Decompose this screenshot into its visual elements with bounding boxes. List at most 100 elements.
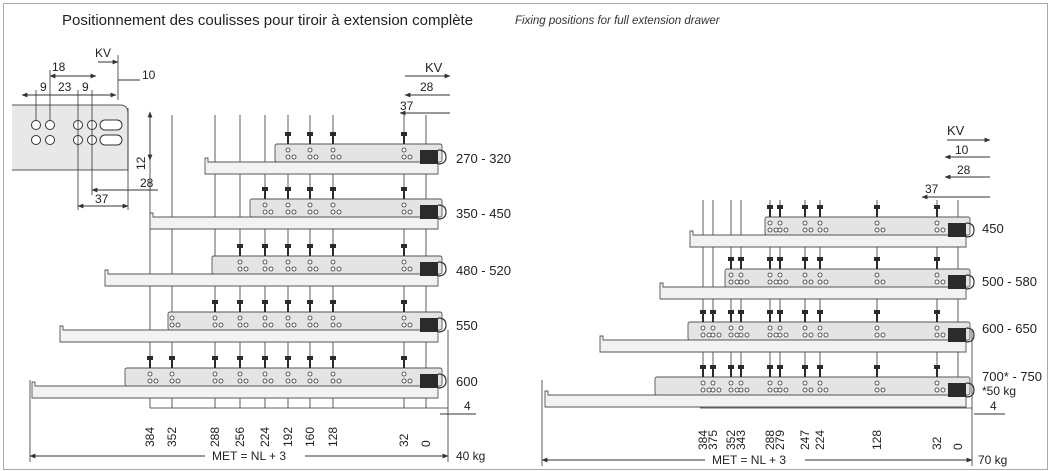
rail-hole xyxy=(268,209,274,215)
detail-kv-label: KV xyxy=(95,46,111,60)
rail-hole xyxy=(940,387,946,393)
rail-hole xyxy=(212,315,218,321)
page-subtitle: Fixing positions for full extension draw… xyxy=(515,15,720,27)
detail-hole xyxy=(31,135,41,145)
rail-hole xyxy=(268,378,274,384)
rail-hole xyxy=(817,227,823,233)
rail-hole xyxy=(407,266,413,272)
rail-hole xyxy=(262,322,268,328)
rail-hole xyxy=(767,272,773,278)
rail-hole xyxy=(734,387,740,393)
rail-end-block xyxy=(948,223,966,237)
right-dim-10: 10 xyxy=(955,143,969,157)
rail-hole xyxy=(880,279,886,285)
rail-hole xyxy=(710,332,716,338)
rail-hole xyxy=(212,322,218,328)
screw-head xyxy=(330,356,336,360)
screw-head xyxy=(330,187,336,191)
rail-hole xyxy=(307,147,313,153)
rail-hole xyxy=(716,332,722,338)
rail-hole xyxy=(808,332,814,338)
rail-hole xyxy=(706,332,712,338)
rail-hole xyxy=(817,325,823,331)
rail-end-hook xyxy=(437,317,447,333)
rail-hole xyxy=(710,380,716,386)
screw-head xyxy=(307,300,313,304)
rail-hole xyxy=(307,371,313,377)
rail-hole xyxy=(700,332,706,338)
rail-hole xyxy=(874,227,880,233)
screw-head xyxy=(934,365,940,369)
right-tick-label: 352 xyxy=(724,430,738,450)
screw-head xyxy=(285,187,291,191)
rail-hole xyxy=(212,378,218,384)
screw-head xyxy=(307,187,313,191)
rail-cabinet-member xyxy=(274,143,443,163)
rail-hole xyxy=(934,332,940,338)
rail-cabinet-member xyxy=(724,268,971,288)
right-tick-label: 224 xyxy=(813,430,827,450)
rail-hole xyxy=(728,380,734,386)
screw-head xyxy=(401,356,407,360)
rail-cabinet-member xyxy=(687,321,971,341)
rail-hole xyxy=(285,371,291,377)
rail-hole xyxy=(940,279,946,285)
detail-dim-9b: 9 xyxy=(82,80,89,94)
rail-hole xyxy=(874,272,880,278)
rail-cabinet-member xyxy=(764,216,971,236)
rail-hole xyxy=(777,279,783,285)
rail-hole xyxy=(728,332,734,338)
rail-hole xyxy=(401,378,407,384)
rail-hole xyxy=(773,227,779,233)
rail-hole xyxy=(237,259,243,265)
left-size-labels: 270 - 320 350 - 450 480 - 520 550 600 xyxy=(456,151,511,389)
screw-head xyxy=(802,310,808,314)
rail-hole xyxy=(808,227,814,233)
rail-hole xyxy=(728,387,734,393)
right-dim-28: 28 xyxy=(957,163,971,177)
left-load-label: 40 kg xyxy=(456,449,485,463)
rail-hole xyxy=(330,209,336,215)
right-note-label: *50 kg xyxy=(982,384,1016,398)
frame-border xyxy=(3,3,1048,470)
rail-end-block xyxy=(948,328,966,342)
rail-hole xyxy=(738,279,744,285)
left-dim-28: 28 xyxy=(420,80,434,94)
left-size-label: 270 - 320 xyxy=(456,151,511,166)
rail-hole xyxy=(169,371,175,377)
rail-hole xyxy=(773,387,779,393)
screw-head xyxy=(738,257,744,261)
rail-hole xyxy=(285,315,291,321)
screw-head xyxy=(874,365,880,369)
screw-head xyxy=(262,356,268,360)
right-rail-stack xyxy=(544,200,975,409)
rail-hole xyxy=(706,387,712,393)
rail-hole xyxy=(243,322,249,328)
right-met-label: MET = NL + 3 xyxy=(712,453,786,467)
rail-hole xyxy=(175,322,181,328)
detail-dim-23: 23 xyxy=(58,80,72,94)
rail-hole xyxy=(285,147,291,153)
screw-head xyxy=(738,310,744,314)
rail-end-hook xyxy=(965,274,975,290)
screw-head xyxy=(874,310,880,314)
rail-hole xyxy=(767,279,773,285)
right-load-label: 70 kg xyxy=(978,453,1007,467)
rail-hole xyxy=(336,209,342,215)
rail-hole xyxy=(262,209,268,215)
detail-dim-18: 18 xyxy=(52,60,66,74)
rail-hole xyxy=(243,378,249,384)
rail-hole xyxy=(934,279,940,285)
rail-hole xyxy=(336,322,342,328)
right-tick-label: 375 xyxy=(706,430,720,450)
left-dim-4: 4 xyxy=(464,399,471,413)
rail-cabinet-member xyxy=(654,376,971,396)
screw-head xyxy=(817,365,823,369)
right-tick-label: 32 xyxy=(930,436,944,450)
left-dimensions: KV 28 37 4 MET = NL + 3 40 kg 270 - 320 … xyxy=(29,60,511,463)
right-size-label: 450 xyxy=(982,221,1004,236)
rail-hole xyxy=(767,220,773,226)
rail-hole xyxy=(783,227,789,233)
